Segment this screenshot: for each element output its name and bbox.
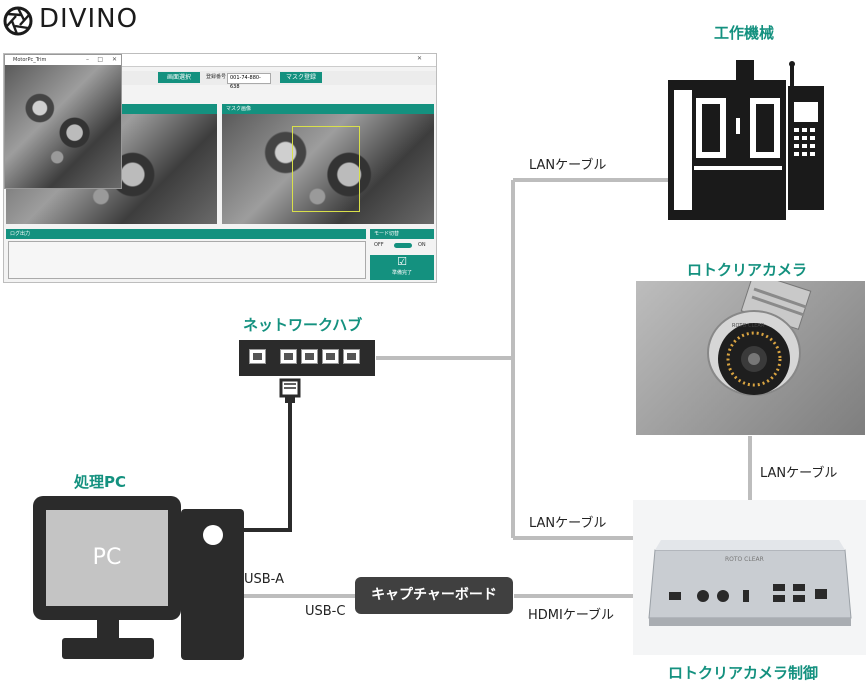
- aperture-logo-icon: [3, 6, 33, 36]
- app-screenshot: ✕ 画面選択 登録番号 001-74-880-638 マスク登録 マスク画像 ロ…: [3, 53, 437, 283]
- network-hub: [239, 340, 375, 376]
- wire-hub-to-pc: [244, 400, 292, 532]
- window-close-icon[interactable]: ✕: [111, 56, 117, 63]
- capture-board: キャプチャーボード: [355, 577, 513, 614]
- minimize-icon[interactable]: –: [86, 56, 89, 63]
- mask-register-button[interactable]: マスク登録: [280, 72, 322, 83]
- rotoclear-controller-icon: [648, 540, 852, 626]
- pc-monitor-icon: PC: [33, 496, 181, 620]
- lan-cable-label-controller: LANケーブル: [529, 516, 607, 531]
- ready-button[interactable]: ☑ 準備完了: [370, 255, 434, 280]
- hdmi-cable-label: HDMIケーブル: [528, 608, 615, 623]
- checkbox-icon: ☑: [397, 255, 407, 268]
- ethernet-plug-icon: [279, 378, 301, 403]
- monitor-stand: [97, 620, 119, 640]
- controller-brand-text: ROTO CLEAR: [725, 556, 764, 563]
- camera-title: ロトクリアカメラ: [687, 261, 808, 279]
- floating-window-title: MotorPc_Trim: [13, 57, 47, 63]
- rotoclear-camera-icon: [707, 281, 812, 396]
- floating-preview-image: [5, 65, 121, 188]
- logo: DIVINO: [3, 4, 173, 38]
- controller-photo: ROTO CLEAR: [633, 500, 866, 655]
- lan-cable-label-machine: LANケーブル: [529, 158, 607, 173]
- register-number-field[interactable]: 001-74-880-638: [227, 73, 271, 90]
- register-number-label: 登録番号: [206, 74, 227, 80]
- floating-preview-window[interactable]: MotorPc_Trim – □ ✕: [4, 54, 122, 189]
- lan-cable-label-camera: LANケーブル: [760, 466, 838, 481]
- logo-wordmark: DIVINO: [39, 4, 139, 34]
- close-icon: ✕: [416, 55, 422, 62]
- pc-title: 処理PC: [74, 473, 127, 491]
- log-panel-header: ログ出力: [6, 229, 366, 239]
- usb-c-label: USB-C: [305, 604, 346, 619]
- screen-select-button[interactable]: 画面選択: [158, 72, 200, 83]
- mask-image-right: [222, 114, 434, 224]
- maximize-icon[interactable]: □: [97, 56, 103, 63]
- hub-port: [280, 349, 297, 364]
- mode-toggle[interactable]: [394, 243, 412, 248]
- pc-screen: PC: [46, 510, 168, 606]
- controller-title: ロトクリアカメラ制御: [668, 664, 819, 682]
- camera-photo: ROTO CLEAR: [636, 281, 865, 435]
- usb-a-label: USB-A: [244, 572, 284, 587]
- ready-label: 準備完了: [391, 270, 412, 276]
- power-button-icon: [203, 525, 223, 545]
- hub-port: [301, 349, 318, 364]
- hub-port: [322, 349, 339, 364]
- monitor-base: [62, 638, 154, 659]
- right-panel-header: マスク画像: [222, 104, 434, 114]
- machine-tool-icon: [668, 60, 824, 220]
- log-output-box: [8, 241, 366, 279]
- hub-port: [343, 349, 360, 364]
- mode-off-label: OFF: [374, 242, 384, 248]
- pc-tower-icon: [181, 509, 244, 660]
- mode-on-label: ON: [418, 242, 426, 248]
- mask-rectangle: [292, 126, 360, 212]
- hub-title: ネットワークハブ: [243, 316, 363, 334]
- machine-tool-title: 工作機械: [714, 24, 775, 42]
- camera-brand-text: ROTO CLEAR: [732, 323, 765, 329]
- hub-port-uplink: [249, 349, 266, 364]
- mode-panel-header: モード切替: [370, 229, 434, 239]
